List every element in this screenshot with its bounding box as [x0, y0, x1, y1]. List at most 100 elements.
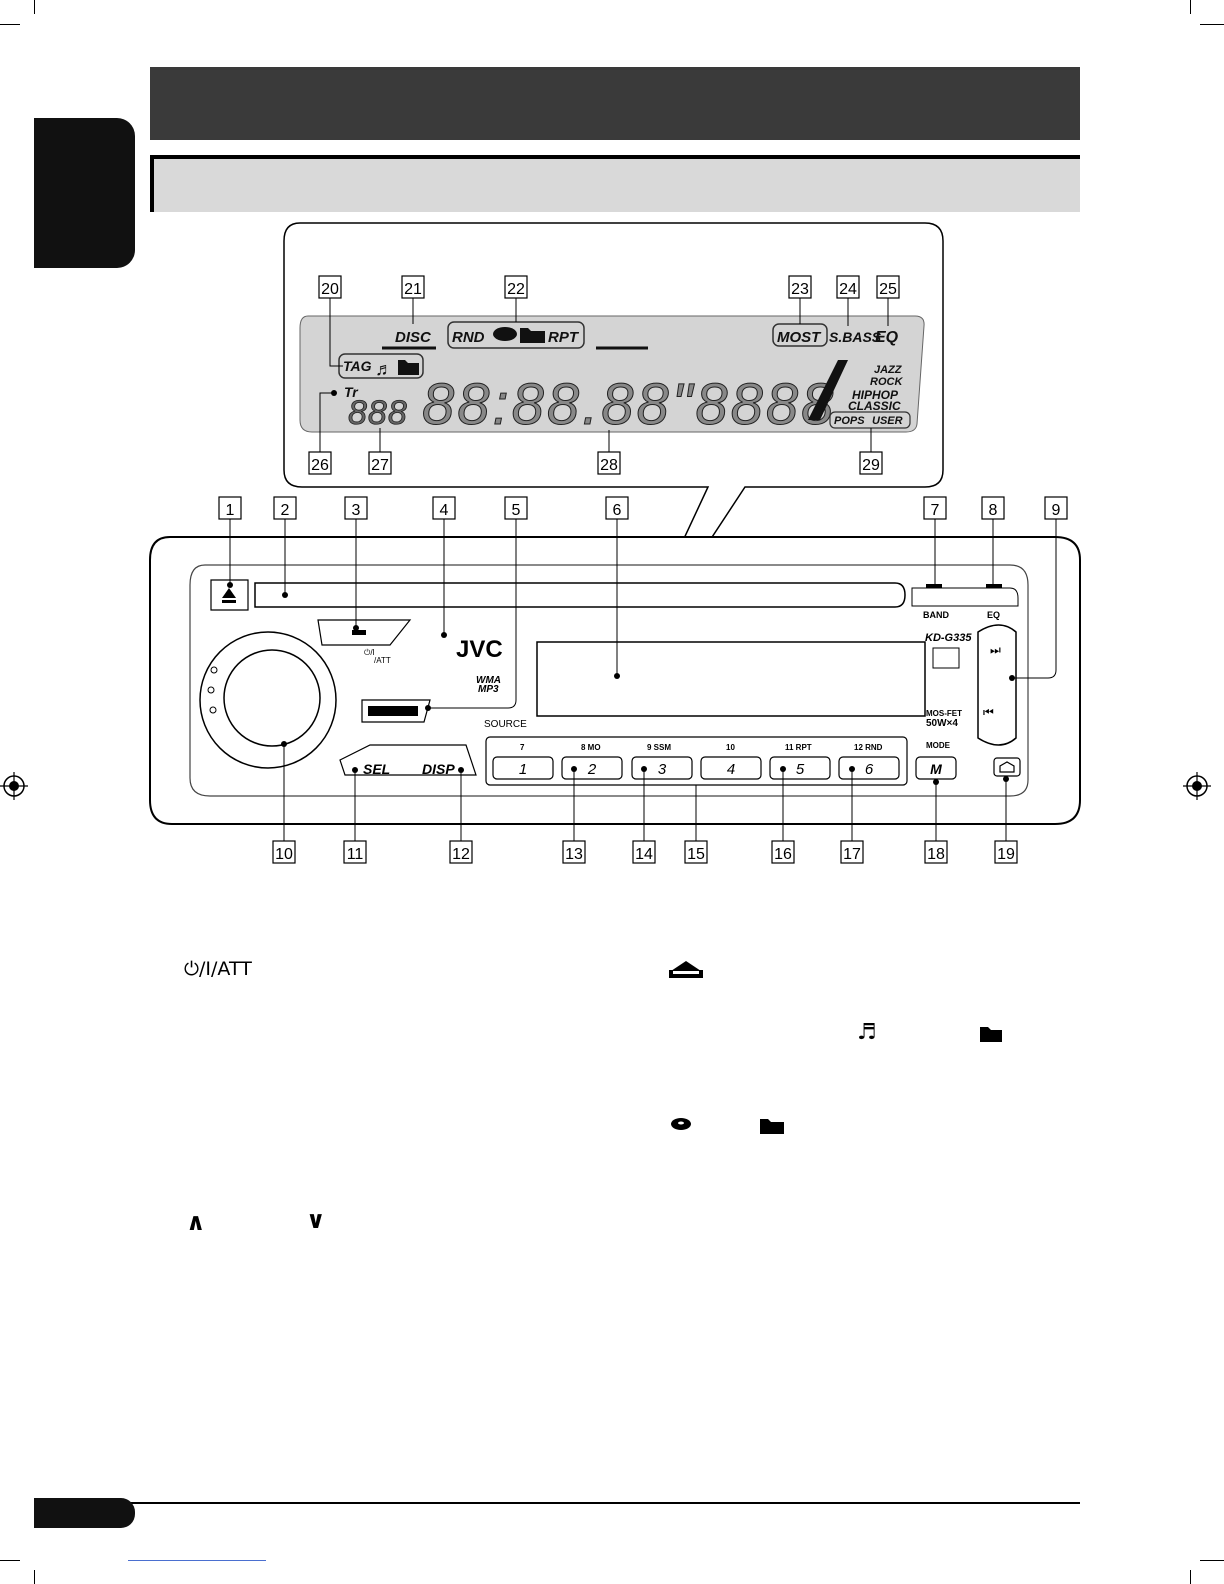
language-tab — [34, 118, 135, 268]
svg-text:18: 18 — [927, 846, 945, 863]
lcd-eq-user: USER — [872, 415, 903, 427]
callout-26: 26 — [308, 390, 337, 475]
svg-text:2: 2 — [281, 502, 290, 519]
svg-text:22: 22 — [507, 281, 525, 298]
eq-label: EQ — [987, 610, 1000, 620]
mp3-logo: MP3 — [478, 684, 499, 695]
crop-mark — [1200, 1560, 1224, 1561]
preset-button-1[interactable] — [492, 756, 554, 780]
lcd-eq: EQ — [875, 329, 899, 346]
control-dial[interactable] — [223, 649, 321, 747]
svg-text:27: 27 — [371, 457, 389, 474]
detach-icon — [999, 761, 1015, 773]
lcd-eq-rock: ROCK — [870, 376, 903, 388]
music-note-icon: ♬ — [857, 1020, 877, 1045]
wma-logo: WMA — [476, 675, 501, 686]
callout-5: 5 — [425, 496, 528, 711]
folder-icon — [980, 1027, 1002, 1042]
svg-text:11: 11 — [347, 846, 364, 863]
lcd-most: MOST — [777, 329, 822, 346]
callout-24: 24 — [836, 275, 860, 326]
svg-text:6: 6 — [613, 502, 622, 519]
control-panel-diagram: DISC RND RPT MOST S.BASS EQ TAG ♬ Tr 888… — [149, 222, 1081, 864]
callout-23: 23 — [788, 275, 812, 324]
svg-text:M: M — [930, 761, 942, 777]
registration-mark-right — [1183, 772, 1211, 800]
preset-button-3[interactable] — [631, 756, 693, 780]
svg-text:26: 26 — [311, 457, 329, 474]
svg-text:21: 21 — [404, 281, 422, 298]
track-buttons[interactable] — [977, 624, 1017, 746]
registration-mark-left — [0, 772, 28, 800]
callout-21: 21 — [401, 275, 425, 324]
svg-text:15: 15 — [687, 846, 705, 863]
svg-text:9 SSM: 9 SSM — [647, 743, 671, 752]
mosfet-label: MOS-FET — [926, 709, 962, 718]
footer-rule — [34, 1502, 1080, 1504]
mode-label: MODE — [926, 741, 951, 750]
svg-text:12 RND: 12 RND — [854, 743, 883, 752]
callout-15: 15 — [684, 785, 708, 864]
lcd-eq-classic: CLASSIC — [848, 399, 901, 413]
up-icon: ∧ — [186, 1208, 206, 1236]
lcd-rpt: RPT — [548, 329, 580, 346]
callout-25: 25 — [876, 275, 900, 326]
callout-13: 13 — [562, 766, 586, 864]
callout-20: 20 — [318, 275, 343, 367]
callout-6: 6 — [605, 496, 629, 679]
lcd-track-digits: 888 — [348, 394, 408, 432]
preset-button-6[interactable] — [838, 756, 900, 780]
att-label: /ATT — [374, 656, 391, 665]
crop-mark — [0, 24, 20, 25]
power-label: ⏻/I — [364, 648, 375, 657]
svg-text:8: 8 — [989, 502, 998, 519]
sel-button[interactable]: SEL — [363, 761, 390, 777]
detach-icon — [669, 961, 703, 978]
bottom-rule — [128, 1560, 266, 1561]
disc-slot — [254, 582, 906, 608]
section-bar — [150, 155, 1080, 212]
callout-11: 11 — [343, 767, 367, 864]
lcd-tr: Tr — [344, 384, 359, 400]
detach-button[interactable] — [993, 757, 1021, 777]
page-number-tab — [34, 1498, 135, 1528]
svg-text:5: 5 — [512, 502, 521, 519]
disp-button[interactable]: DISP — [422, 761, 455, 777]
callout-29: 29 — [859, 428, 883, 475]
callout-27: 27 — [368, 428, 392, 475]
svg-text:12: 12 — [452, 846, 470, 863]
svg-text:28: 28 — [600, 457, 618, 474]
svg-text:19: 19 — [997, 846, 1015, 863]
svg-text:24: 24 — [839, 281, 857, 298]
svg-text:4: 4 — [440, 502, 449, 519]
lcd-main-digits: 88:88.88"8888 — [422, 372, 836, 437]
svg-text:16: 16 — [774, 846, 792, 863]
preset-button-5[interactable] — [769, 756, 831, 780]
lcd-tag: TAG — [343, 358, 372, 374]
callout-9: 9 — [1009, 496, 1068, 681]
header-bar — [150, 67, 1080, 140]
svg-text:4: 4 — [727, 761, 735, 778]
crop-mark — [34, 0, 35, 14]
music-note-icon: ♬ — [375, 359, 393, 379]
callout-28: 28 — [597, 430, 621, 475]
svg-text:11 RPT: 11 RPT — [785, 743, 812, 752]
svg-text:5: 5 — [796, 761, 805, 778]
callout-14: 14 — [632, 766, 656, 864]
down-icon: ∨ — [306, 1206, 326, 1234]
callout-7: 7 — [923, 496, 947, 584]
lcd-sbass: S.BASS — [829, 329, 882, 345]
preset-labels: 7 8 MO 9 SSM 10 11 RPT 12 RND — [520, 743, 883, 752]
svg-text:10: 10 — [726, 743, 735, 752]
model-label: KD-G335 — [925, 632, 972, 644]
callout-12: 12 — [449, 767, 473, 864]
lcd-eq-pops: POPS — [834, 415, 865, 427]
preset-button-4[interactable] — [700, 756, 762, 780]
lcd-rnd: RND — [452, 329, 485, 346]
disc-icon — [671, 1118, 691, 1130]
callout-3: 3 — [344, 496, 368, 631]
preset-button-2[interactable] — [561, 756, 623, 780]
svg-text:25: 25 — [879, 281, 897, 298]
prev-icon: ⏮ — [983, 705, 994, 719]
svg-text:1: 1 — [519, 761, 527, 778]
